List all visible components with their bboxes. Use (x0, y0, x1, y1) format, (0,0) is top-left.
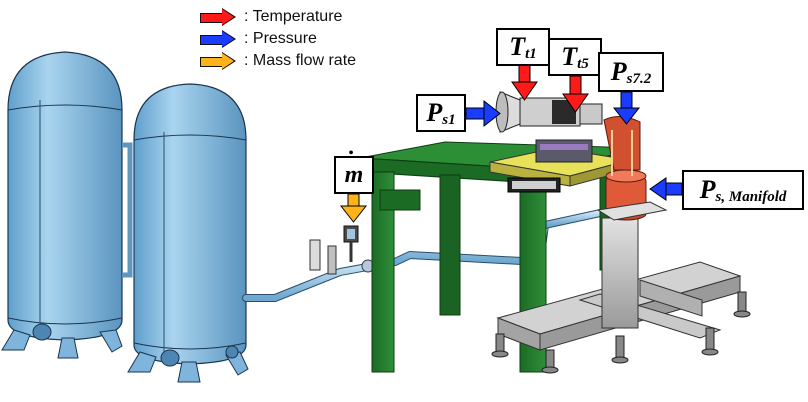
label-sub: s, Manifold (715, 188, 787, 205)
temperature-arrow-tt1 (511, 63, 538, 101)
label-main: T (509, 32, 526, 61)
orange-arrow-icon (200, 52, 238, 70)
pressure-arrow-ps72 (612, 91, 641, 125)
label-sub: s1 (442, 111, 456, 128)
engine-assembly (495, 91, 603, 133)
grey-support-frame (491, 217, 751, 374)
legend-item-mass-flow: : Mass flow rate (200, 50, 356, 72)
air-tank-right (127, 83, 249, 383)
air-tank-left (1, 51, 133, 359)
legend-label: : Temperature (244, 8, 343, 25)
label-sub: s7.2 (626, 70, 652, 87)
legend-item-temperature: : Temperature (200, 6, 356, 28)
temperature-arrow-tt5 (562, 75, 589, 113)
red-arrow-icon (200, 8, 238, 26)
test-platform (489, 139, 631, 193)
pressure-arrow-ps-manifold (649, 177, 683, 201)
label-main: m (345, 147, 364, 187)
exhaust-manifold (596, 116, 668, 221)
label-sub: t1 (525, 45, 537, 62)
mass-flow-arrow (339, 193, 368, 223)
legend: : Temperature : Pressure : Mass flow rat… (200, 6, 356, 72)
legend-item-pressure: : Pressure (200, 28, 356, 50)
label-sub: t5 (577, 55, 589, 72)
pressure-arrow-ps1 (465, 99, 501, 128)
label-main: T (561, 42, 578, 71)
supply-pipe (242, 208, 609, 302)
blue-arrow-icon (200, 30, 238, 48)
legend-label: : Mass flow rate (244, 52, 357, 69)
label-main: P (426, 98, 443, 127)
label-mass-flow: m (334, 147, 374, 194)
mass-flow-meter (343, 225, 359, 262)
legend-label: : Pressure (244, 30, 317, 47)
label-main: P (610, 57, 627, 86)
label-main: P (699, 175, 716, 204)
